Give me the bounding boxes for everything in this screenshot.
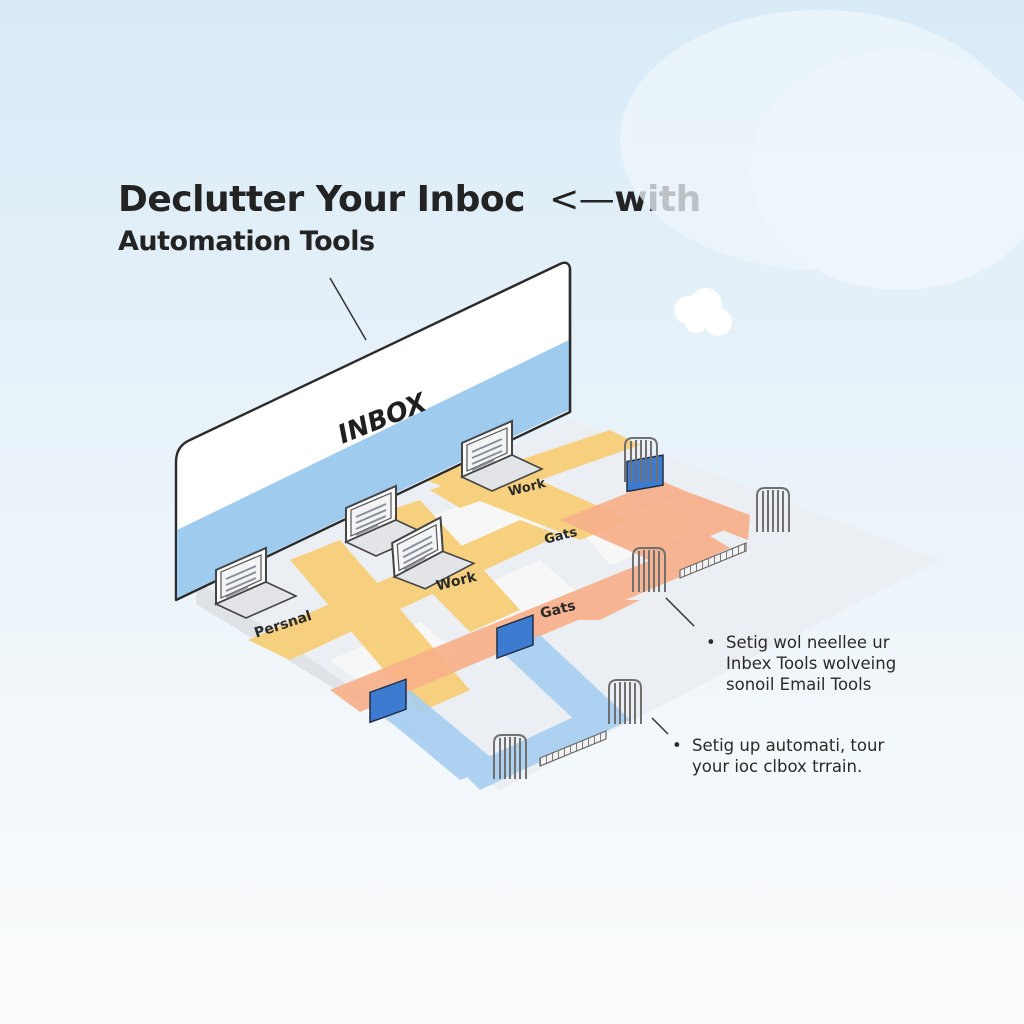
bullet-pointer-line xyxy=(651,717,669,735)
gate-block xyxy=(496,613,534,660)
arrow-left-icon: <— xyxy=(549,179,615,220)
title-pointer-line xyxy=(329,277,367,341)
inbox-board xyxy=(174,261,572,602)
gate-block xyxy=(369,678,407,724)
title-line-1: Declutter Your Inboc <—with xyxy=(118,178,701,222)
title-text-main: Declutter Your Inboc xyxy=(118,179,526,220)
blue-lane xyxy=(370,635,630,790)
small-cloud-icon xyxy=(674,288,732,336)
cloud-icon xyxy=(620,10,1024,290)
barrier xyxy=(679,542,747,579)
page-title: Declutter Your Inboc <—with Automation T… xyxy=(118,178,701,262)
title-line-2: Automation Tools xyxy=(118,226,375,257)
bullet-pointer-line xyxy=(665,597,695,627)
barrier xyxy=(539,730,607,767)
board-blue-band xyxy=(177,340,569,598)
